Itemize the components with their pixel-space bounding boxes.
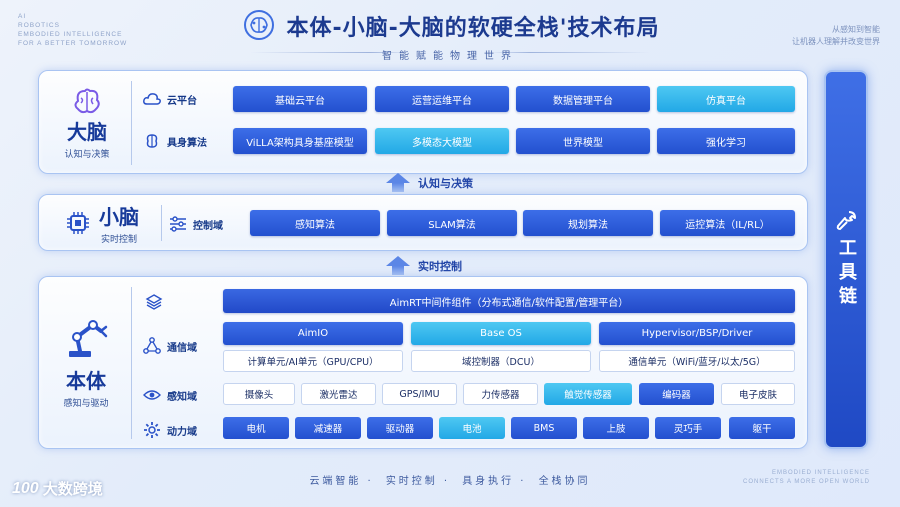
gear-icon [143, 421, 161, 439]
divider [161, 205, 162, 241]
algo-item-rl[interactable]: 强化学习 [657, 128, 795, 154]
comm-sub-compute: 计算单元/AI单元（GPU/CPU） [223, 350, 403, 372]
sliders-icon [169, 215, 187, 233]
cloud-item-data[interactable]: 数据管理平台 [516, 86, 650, 112]
body-layer: 本体 感知与驱动 AimRT中间件组件（分布式通信/软件配置/管理平台） 通信域… [38, 276, 808, 449]
brain-name: 大脑 [67, 120, 107, 144]
corner-tagline: AI ROBOTICS EMBODIED INTELLIGENCE FOR A … [18, 13, 128, 47]
layers-icon [145, 293, 163, 311]
cerebellum-layer: 小脑 实时控制 控制域 感知算法 SLAM算法 规划算法 运控算法（IL/RL） [38, 194, 808, 251]
cloud-icon [143, 90, 161, 108]
footer-tagline: 云端智能· 实时控制· 具身执行· 全栈协同 [309, 476, 591, 487]
body-layer-head: 本体 感知与驱动 [47, 307, 125, 417]
brain-icon [70, 86, 104, 116]
up-arrow-icon [386, 256, 410, 276]
brain-circuit-icon [143, 132, 161, 150]
network-icon [143, 337, 161, 355]
toolchain-panel[interactable]: 工具链 [824, 70, 868, 449]
chip-icon [65, 210, 91, 236]
brain-layer-head: 大脑 认知与决策 [49, 83, 125, 163]
subtitle-divider [250, 52, 650, 53]
header: 本体-小脑-大脑的软硬全栈'技术布局 [0, 8, 900, 44]
algo-item-villa[interactable]: ViLLA架构具身基座模型 [233, 128, 367, 154]
corner-tagline-bottom: EMBODIED INTELLIGENCE CONNECTS A MORE OP… [742, 470, 870, 485]
control-item-planning[interactable]: 规划算法 [523, 210, 653, 236]
power-item-motor[interactable]: 电机 [223, 417, 289, 439]
power-item-bms[interactable]: BMS [511, 417, 577, 439]
cerebellum-desc: 实时控制 [100, 235, 137, 245]
page-subtitle: 智能赋能物理世界 [382, 51, 518, 62]
body-name: 本体 [66, 369, 106, 393]
sense-item-gps-imu[interactable]: GPS/IMU [382, 383, 457, 405]
cloud-platform-label: 云平台 [143, 90, 197, 108]
comm-domain-label: 通信域 [143, 337, 197, 355]
brand-logo: 100 大数跨境 [12, 479, 103, 499]
comm-sub-network: 通信单元（WiFi/蓝牙/以太/5G） [599, 350, 795, 372]
brain-desc: 认知与决策 [64, 150, 110, 160]
control-item-motion[interactable]: 运控算法（IL/RL） [660, 210, 795, 236]
divider [131, 81, 132, 165]
algo-item-world-model[interactable]: 世界模型 [516, 128, 650, 154]
cerebellum-name: 小脑 [99, 205, 139, 229]
body-desc: 感知与驱动 [63, 399, 109, 409]
control-domain-label: 控制域 [169, 215, 223, 233]
comm-item-hypervisor[interactable]: Hypervisor/BSP/Driver [599, 322, 795, 345]
power-item-upper-limb[interactable]: 上肢 [583, 417, 649, 439]
sense-item-lidar[interactable]: 激光雷达 [301, 383, 376, 405]
algo-item-multimodal[interactable]: 多模态大模型 [375, 128, 509, 154]
sense-item-encoder[interactable]: 编码器 [639, 383, 714, 405]
robot-arm-icon [63, 315, 109, 359]
eye-icon [143, 386, 161, 404]
power-item-battery[interactable]: 电池 [439, 417, 505, 439]
power-item-reducer[interactable]: 减速器 [295, 417, 361, 439]
brain-logo-icon [241, 8, 277, 44]
power-item-torso[interactable]: 躯干 [729, 417, 795, 439]
cloud-item-ops[interactable]: 运营运维平台 [375, 86, 509, 112]
power-item-driver[interactable]: 驱动器 [367, 417, 433, 439]
comm-sub-dcu: 域控制器（DCU） [411, 350, 591, 372]
brand-logo-icon: 100 [12, 479, 39, 497]
sense-item-eskin[interactable]: 电子皮肤 [721, 383, 795, 405]
cloud-item-sim[interactable]: 仿真平台 [657, 86, 795, 112]
cerebellum-layer-head: 小脑 实时控制 [49, 201, 155, 245]
power-domain-label: 动力域 [143, 421, 197, 439]
middleware-bar[interactable]: AimRT中间件组件（分布式通信/软件配置/管理平台） [223, 289, 795, 313]
sense-item-force[interactable]: 力传感器 [463, 383, 538, 405]
wrench-icon [835, 210, 857, 232]
embodied-algo-label: 具身算法 [143, 132, 207, 150]
toolchain-label: 工具链 [836, 237, 857, 310]
brain-layer: 大脑 认知与决策 云平台 基础云平台 运营运维平台 数据管理平台 仿真平台 具身… [38, 70, 808, 174]
comm-item-baseos[interactable]: Base OS [411, 322, 591, 345]
comm-item-aimio[interactable]: AimIO [223, 322, 403, 345]
connector-cognition: 认知与决策 [386, 173, 473, 193]
divider [131, 287, 132, 439]
cloud-item-basic[interactable]: 基础云平台 [233, 86, 367, 112]
connector-realtime: 实时控制 [386, 256, 462, 276]
corner-slogan: 从感知到智能 让机器人理解并改变世界 [792, 25, 880, 46]
up-arrow-icon [386, 173, 410, 193]
control-item-perception[interactable]: 感知算法 [250, 210, 380, 236]
page-title: 本体-小脑-大脑的软硬全栈'技术布局 [286, 16, 660, 41]
sense-domain-label: 感知域 [143, 386, 197, 404]
power-item-hand[interactable]: 灵巧手 [655, 417, 721, 439]
sense-item-camera[interactable]: 摄像头 [223, 383, 295, 405]
control-item-slam[interactable]: SLAM算法 [387, 210, 517, 236]
sense-item-tactile[interactable]: 触觉传感器 [544, 383, 632, 405]
